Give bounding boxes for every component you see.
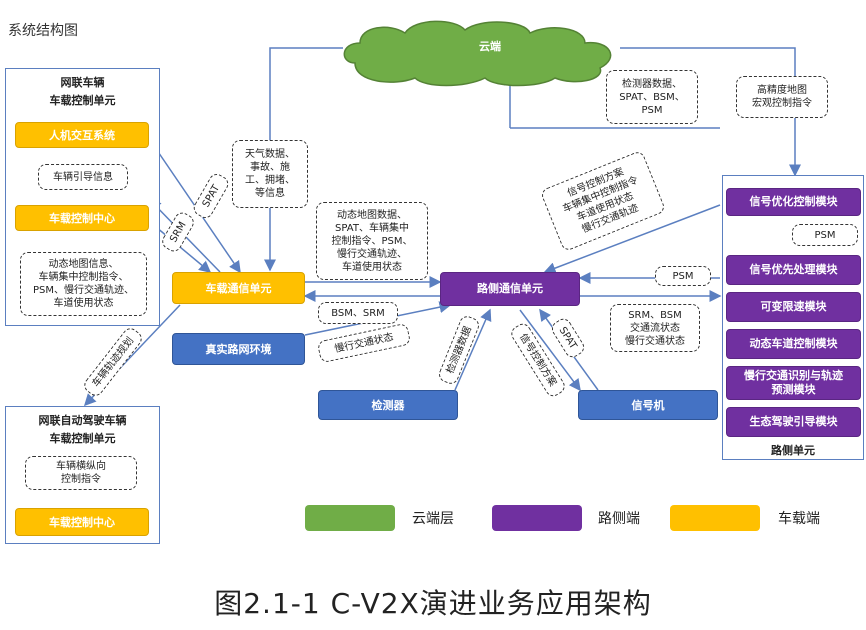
detector-to-rsu-arrow	[454, 308, 492, 391]
rsu-box: 路侧通信单元	[440, 272, 580, 306]
detector-data-note: 检测器数据、 SPAT、BSM、 PSM	[606, 70, 698, 124]
detector-note-line-2: SPAT、BSM、	[619, 91, 685, 103]
srm-bsm-line-2: 交通流状态	[630, 322, 680, 334]
dyn-map-line-2: SPAT、车辆集中	[335, 222, 409, 234]
rsu-to-signal-arrow	[519, 309, 581, 392]
auto-panel-title-2: 车载控制单元	[49, 432, 116, 445]
cloud-shape	[343, 20, 612, 87]
auto-control-center-box: 车载控制中心	[15, 508, 149, 536]
cloud-label: 云端	[479, 40, 501, 53]
vehicle-panel-title-2: 车载控制单元	[49, 94, 116, 107]
psm-inner-note: PSM	[792, 224, 858, 246]
info-line-2: 车辆集中控制指令、	[38, 272, 129, 283]
dynamic-lane-module: 动态车道控制模块	[726, 329, 861, 359]
vehicle-panel-title-1: 网联车辆	[60, 76, 105, 89]
hd-map-line-2: 宏观控制指令	[752, 98, 812, 109]
real-env-box: 真实路网环境	[172, 333, 305, 365]
guide-info-note: 车辆引导信息	[38, 164, 128, 190]
dyn-map-line-3: 控制指令、PSM、	[331, 235, 413, 247]
dyn-map-line-4: 慢行交通轨迹、	[337, 248, 407, 260]
vehicle-control-center-box: 车载控制中心	[15, 205, 149, 231]
roadside-to-rsu-arrow	[543, 204, 721, 274]
slow-traffic-module: 慢行交通识别与轨迹 预测模块	[726, 366, 861, 400]
weather-line-2: 事故、施	[250, 162, 290, 173]
info-line-3: PSM、慢行交通轨迹、	[32, 285, 134, 296]
lateral-cmd-note: 车辆横纵向 控制指令	[25, 456, 137, 490]
detector-note-line-1: 检测器数据、	[622, 78, 682, 90]
weather-line-1: 天气数据、	[245, 149, 295, 160]
diagram-title: 系统结构图	[8, 23, 78, 39]
cmd-line-1: 车辆横纵向	[56, 461, 106, 472]
srm-bsm-line-1: SRM、BSM	[628, 309, 682, 321]
legend-cloud-swatch	[305, 505, 395, 531]
dynamic-map-note: 动态地图数据、 SPAT、车辆集中 控制指令、PSM、 慢行交通轨迹、 车道使用…	[316, 202, 428, 280]
obu-box: 车载通信单元	[172, 272, 305, 304]
bsm-srm-note: BSM、SRM	[318, 302, 398, 324]
vehicle-info-note: 动态地图信息、 车辆集中控制指令、 PSM、慢行交通轨迹、 车道使用状态	[20, 252, 147, 316]
detector-note-line-3: PSM	[641, 104, 663, 116]
cmd-line-2: 控制指令	[61, 474, 101, 485]
signal-box: 信号机	[578, 390, 718, 420]
legend-vehicle-swatch	[670, 505, 760, 531]
hd-map-line-1: 高精度地图	[757, 85, 807, 96]
cloud-to-roadside-arrow	[620, 47, 801, 177]
srm-bsm-line-3: 慢行交通状态	[625, 335, 685, 347]
psm-right-note: PSM	[655, 266, 711, 286]
weather-line-3: 工、拥堵、	[245, 175, 295, 186]
hd-map-note: 高精度地图 宏观控制指令	[736, 76, 828, 118]
weather-note: 天气数据、 事故、施 工、拥堵、 等信息	[232, 140, 308, 208]
srm-bsm-note: SRM、BSM 交通流状态 慢行交通状态	[610, 304, 700, 352]
info-line-1: 动态地图信息、	[48, 259, 119, 270]
info-line-4: 车道使用状态	[53, 298, 114, 309]
roadside-panel-footer: 路侧单元	[771, 444, 815, 457]
legend-roadside-label: 路侧端	[598, 511, 640, 527]
eco-driving-module: 生态驾驶引导模块	[726, 407, 861, 437]
legend-cloud-label: 云端层	[412, 511, 454, 527]
detector-box: 检测器	[318, 390, 458, 420]
weather-line-4: 等信息	[255, 188, 285, 199]
variable-speed-module: 可变限速模块	[726, 292, 861, 322]
auto-panel-title-1: 网联自动驾驶车辆	[38, 414, 127, 427]
figure-caption: 图2.1-1 C-V2X演进业务应用架构	[214, 587, 652, 620]
signal-optimize-module: 信号优化控制模块	[726, 188, 861, 216]
signal-priority-module: 信号优先处理模块	[726, 255, 861, 285]
legend-roadside-swatch	[492, 505, 582, 531]
dyn-map-line-5: 车道使用状态	[342, 261, 402, 273]
dyn-map-line-1: 动态地图数据、	[337, 209, 407, 221]
legend-vehicle-label: 车载端	[778, 511, 820, 527]
hmi-system-box: 人机交互系统	[15, 122, 149, 148]
